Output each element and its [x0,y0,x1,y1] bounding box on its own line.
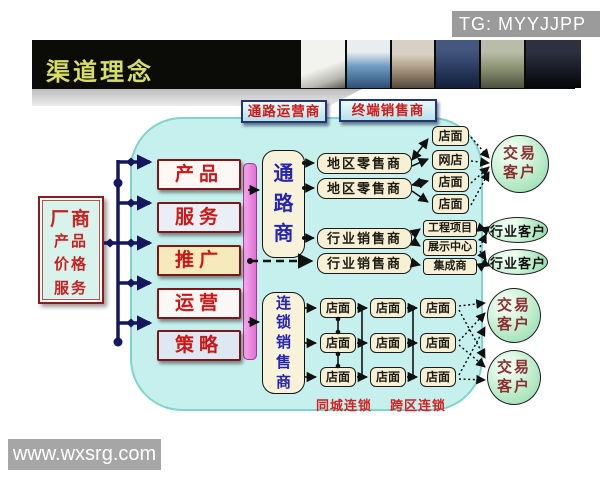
tg-watermark: TG: MYYJJPP [452,11,600,37]
trade-customer-ellipse: 交易 客户 [491,135,549,193]
cross-region-chain-label: 跨区连锁 [390,398,447,413]
trade-customer-label: 交易 [502,146,537,163]
channel-dealer-label: 通路商 [273,163,294,245]
chain-store-box: 店面 [420,333,456,353]
trade-customer-label: 交易 [496,297,531,314]
chain-seller-label: 连锁销售商 [275,294,291,391]
chain-store-box: 店面 [370,367,406,387]
manufacturer-title: 厂商 [49,209,92,230]
manufacturer-box: 厂商 产品 价格 服务 [38,196,104,304]
photo-tile [436,40,479,88]
factor-box-service: 服务 [157,202,241,233]
online-store-box: 网店 [432,150,469,170]
trade-customer-label: 客户 [502,165,537,181]
display-center-box: 展示中心 [423,239,477,256]
chain-store-box: 店面 [420,367,456,387]
photo-tile [392,40,434,88]
chain-seller-box: 连锁销售商 [262,292,305,394]
chain-store-box: 店面 [370,333,406,353]
regional-retailer-box: 地区零售商 [317,153,412,174]
tab-terminal-seller: 终端销售商 [339,99,437,122]
industry-customer-ellipse: 行业客户 [488,249,548,275]
store-box: 店面 [432,194,469,214]
manufacturer-item: 服务 [53,280,88,297]
factor-box-product: 产品 [157,159,241,190]
channel-dealer-box: 通路商 [262,150,305,258]
header-photo-strip [301,40,581,88]
tab-channel-operator: 通路运营商 [241,100,327,123]
store-box: 店面 [432,126,469,146]
factor-box-promotion: 推广 [157,245,241,276]
trade-customer-label: 交易 [496,359,531,376]
trade-customer-label: 客户 [496,378,531,395]
industry-customer-ellipse: 行业客户 [488,217,548,243]
manufacturer-item: 价格 [53,257,88,274]
factor-box-strategy: 策略 [157,330,241,361]
chain-store-box: 店面 [320,333,356,353]
chain-store-box: 店面 [420,298,456,318]
photo-tile [347,40,390,88]
chain-store-box: 店面 [320,298,356,318]
store-box: 店面 [432,172,469,192]
site-watermark: www.wxsrg.com [8,439,161,470]
trade-customer-label: 客户 [496,316,531,333]
same-city-chain-label: 同城连锁 [316,398,373,413]
integrator-box: 集成商 [423,258,477,275]
factor-box-operation: 运营 [157,288,241,319]
trade-customer-ellipse: 交易 客户 [487,350,541,405]
photo-tile [526,40,581,88]
factor-collector-bar [243,163,257,360]
regional-retailer-box: 地区零售商 [317,178,412,199]
chain-store-box: 店面 [370,298,406,318]
manufacturer-item: 产品 [53,234,88,250]
industry-seller-box: 行业销售商 [317,253,412,274]
photo-tile [301,40,345,88]
chain-store-box: 店面 [320,367,356,387]
photo-tile [481,40,524,88]
slide-title: 渠道理念 [46,59,154,86]
engineering-project-box: 工程项目 [423,220,477,237]
trade-customer-ellipse: 交易 客户 [487,288,541,343]
industry-seller-box: 行业销售商 [317,228,412,249]
